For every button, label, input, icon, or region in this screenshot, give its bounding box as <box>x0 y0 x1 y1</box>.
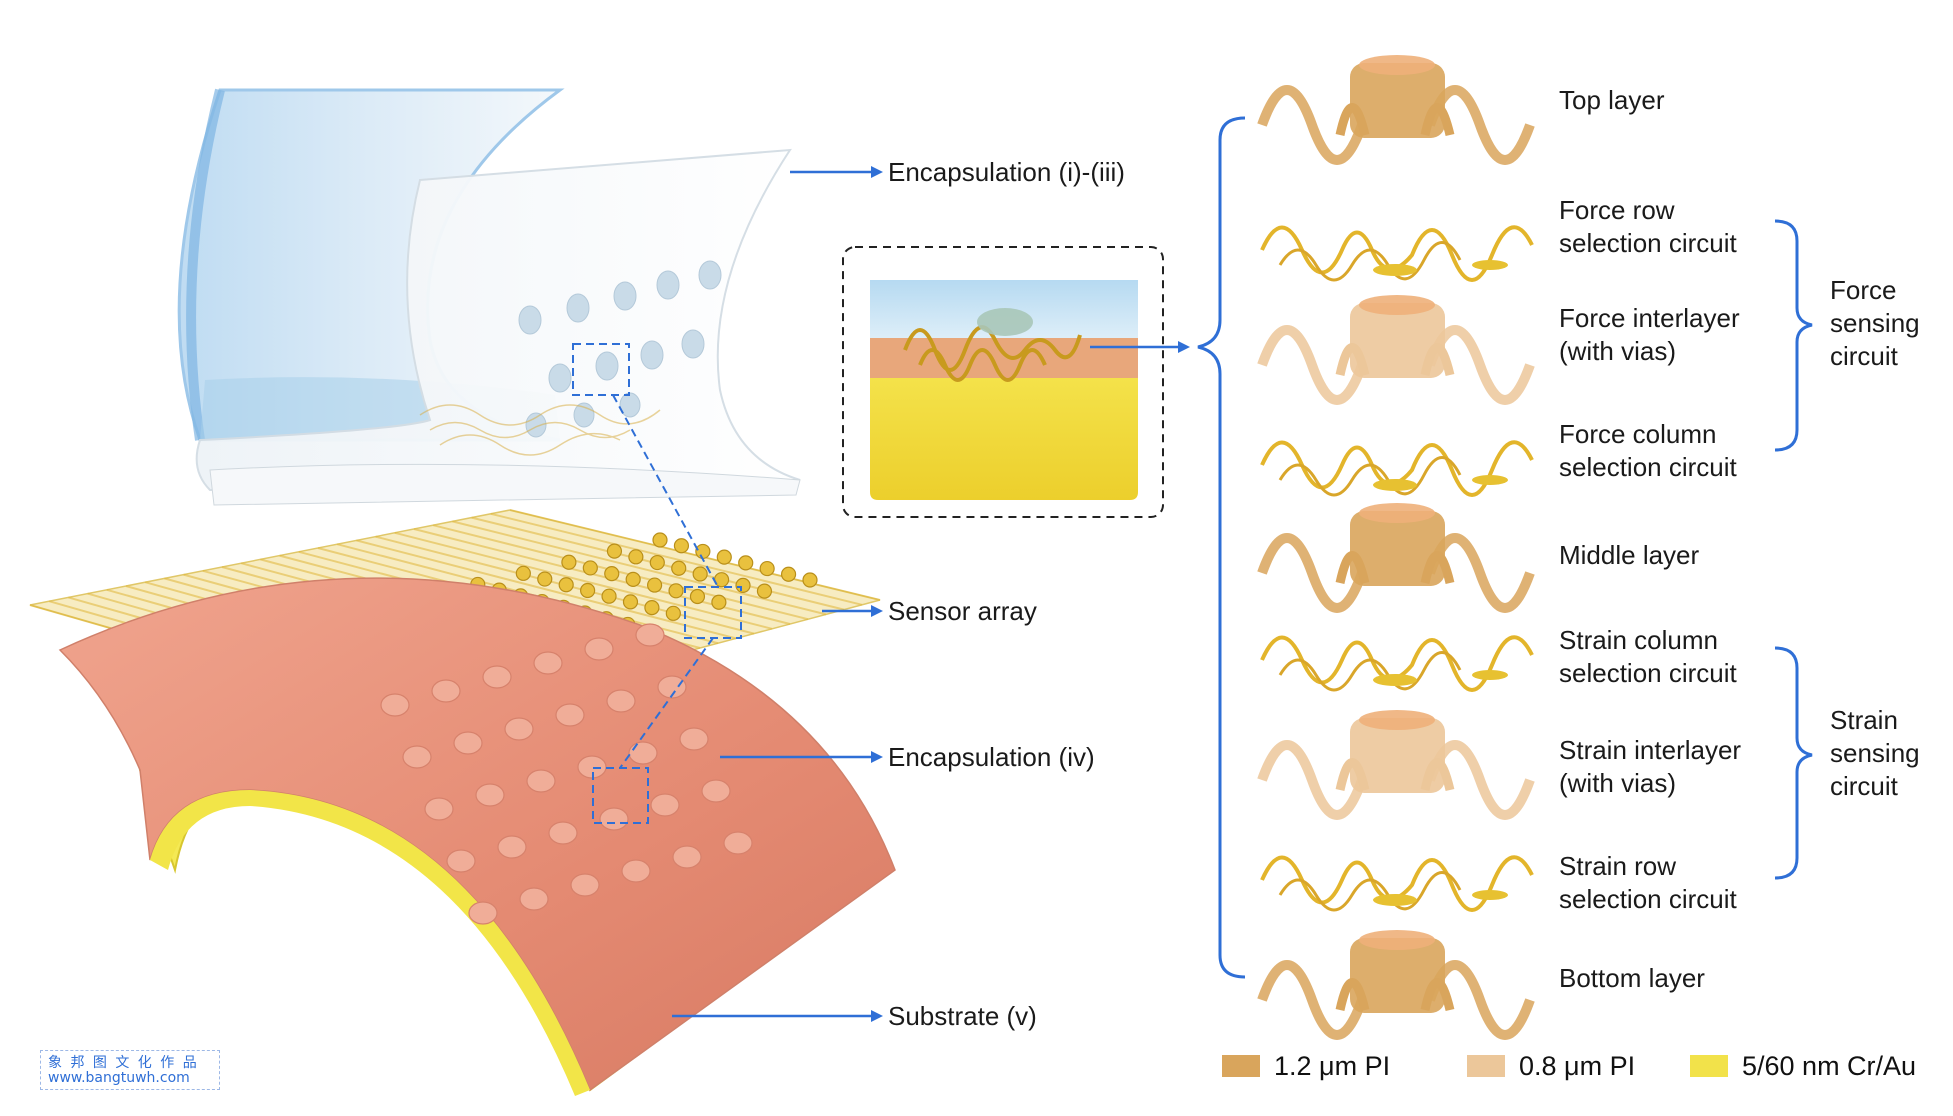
layer-thumbnail <box>1260 225 1534 282</box>
layer-label-strain-interlayer: Strain interlayer (with vias) <box>1559 735 1742 798</box>
group-label-force: Force sensing circuit <box>1830 275 1920 371</box>
force-group-brace <box>1774 219 1813 452</box>
legend-label-pi-thin: 0.8 μm PI <box>1519 1050 1636 1081</box>
legend-item-cr-au: 5/60 nm Cr/Au <box>1690 1048 1916 1084</box>
legend-label-pi-thick: 1.2 μm PI <box>1274 1050 1391 1081</box>
label-sensor-array: Sensor array <box>888 596 1037 626</box>
label-encapsulation-iv: Encapsulation (iv) <box>888 742 1095 772</box>
substrate <box>58 577 896 1096</box>
layer-thumbnails <box>1257 55 1535 1040</box>
layer-thumbnail <box>1257 55 1535 165</box>
layer-label-force-row: Force row selection circuit <box>1559 195 1737 258</box>
layer-thumbnail <box>1257 503 1535 613</box>
layer-thumbnail <box>1260 855 1534 912</box>
layer-cube-inset <box>842 246 1164 518</box>
layer-label-top: Top layer <box>1559 85 1665 115</box>
label-substrate: Substrate (v) <box>888 1001 1037 1031</box>
layer-label-force-interlayer: Force interlayer (with vias) <box>1559 303 1740 366</box>
via-holes <box>518 260 722 438</box>
layer-label-bottom: Bottom layer <box>1559 963 1705 993</box>
watermark-line1: 象 邦 图 文 化 作 品 <box>48 1055 199 1071</box>
legend-swatch-pi-thin <box>1467 1055 1505 1077</box>
legend-label-cr-au: 5/60 nm Cr/Au <box>1742 1050 1917 1081</box>
cube-mesh <box>903 325 1082 382</box>
left-arrows <box>672 166 1190 1022</box>
layer-label-force-column: Force column selection circuit <box>1559 419 1737 482</box>
legend-item-pi-thin: 0.8 μm PI <box>1467 1048 1635 1084</box>
legend-swatch-pi-thick <box>1222 1055 1260 1077</box>
layer-thumbnail <box>1257 930 1535 1040</box>
layer-thumbnail <box>1260 635 1534 692</box>
layer-label-strain-column: Strain column selection circuit <box>1559 625 1737 688</box>
label-encapsulation-top: Encapsulation (i)-(iii) <box>888 157 1125 187</box>
layer-label-middle: Middle layer <box>1559 540 1700 570</box>
layer-label-strain-row: Strain row selection circuit <box>1559 851 1737 914</box>
legend-swatch-cr-au <box>1690 1055 1728 1077</box>
legend-item-pi-thick: 1.2 μm PI <box>1222 1048 1390 1084</box>
layer-thumbnail <box>1257 295 1535 405</box>
group-label-strain: Strain sensing circuit <box>1830 705 1920 801</box>
watermark-line2: www.bangtuwh.com <box>48 1070 190 1086</box>
layer-thumbnail <box>1257 710 1535 820</box>
strain-group-brace <box>1774 646 1813 880</box>
zoom-boxes <box>572 343 742 824</box>
encapsulation-films <box>177 88 801 506</box>
layer-stack-brace <box>1197 116 1246 979</box>
layer-thumbnail <box>1260 440 1534 497</box>
watermark-logo <box>40 1050 220 1090</box>
encap-film-white <box>195 148 801 492</box>
